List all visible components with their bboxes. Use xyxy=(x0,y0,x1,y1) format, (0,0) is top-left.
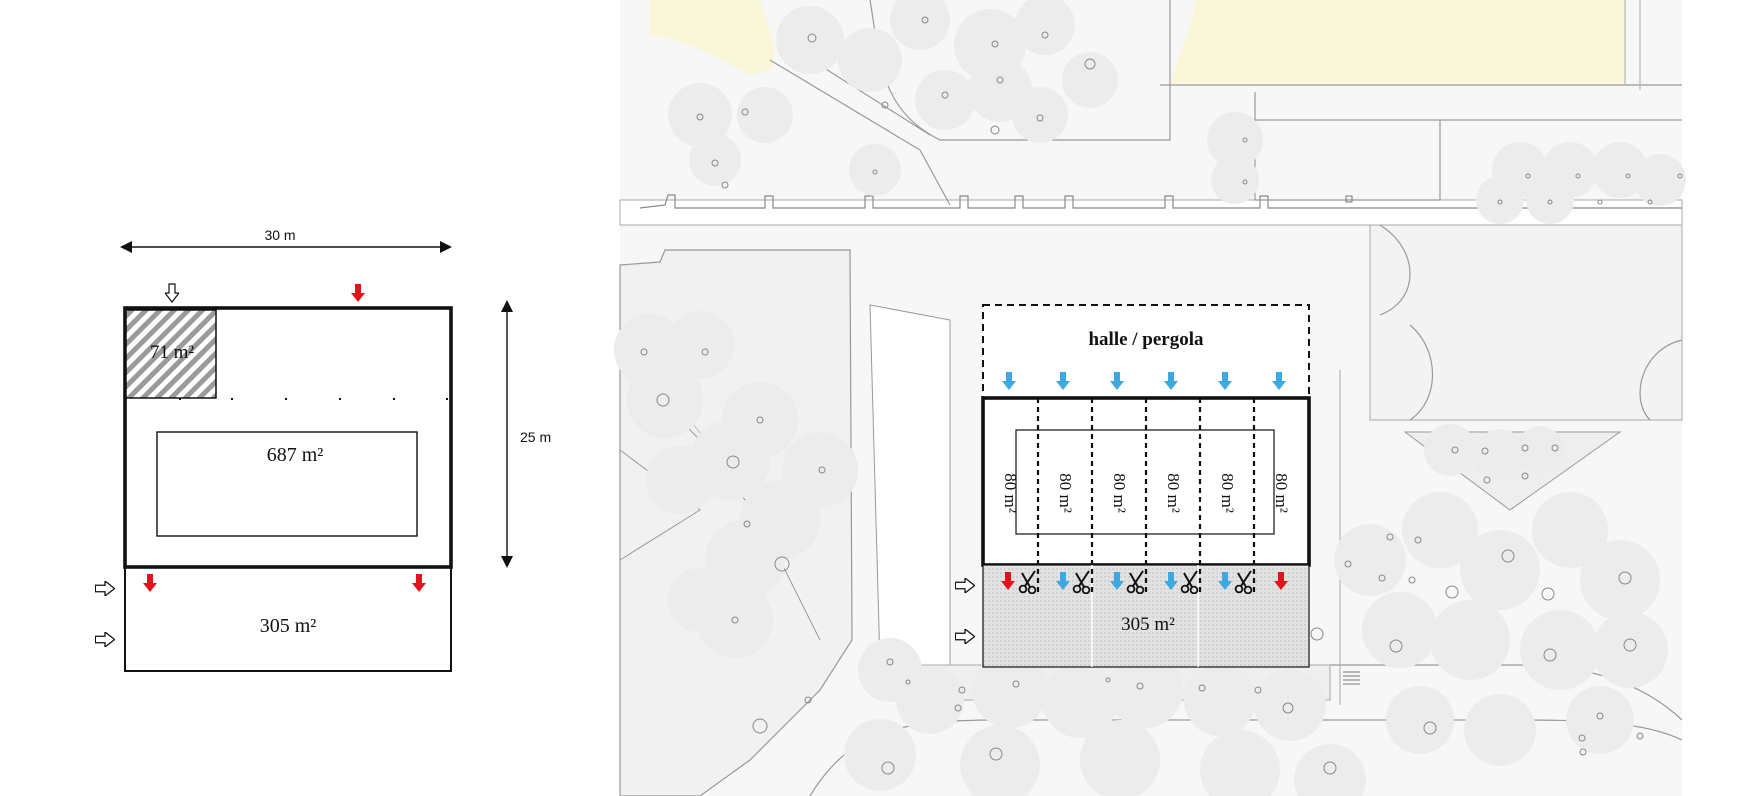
site-annex-area: 305 m² xyxy=(1121,614,1175,635)
corner-area: 71 m² xyxy=(150,342,195,363)
height-dimension-arrow-bottom xyxy=(501,556,513,568)
unit-dividers xyxy=(1036,398,1256,595)
lane-right xyxy=(1339,0,1641,705)
path-curve xyxy=(869,0,1171,141)
unit-label: 80 m² xyxy=(1218,473,1237,513)
wall-crenellated xyxy=(639,194,1682,209)
unit-label: 80 m² xyxy=(1056,473,1075,513)
hatched-corner xyxy=(125,309,217,399)
beige-zone-right xyxy=(1170,0,1625,85)
width-label: 30 m xyxy=(264,227,295,243)
arc-2 xyxy=(1409,324,1434,421)
red-arrow-down-icon xyxy=(351,284,365,302)
unit-labels: 80 m² 80 m² 80 m² 80 m² 80 m² 80 m² xyxy=(1001,473,1291,513)
annex-area: 305 m² xyxy=(260,615,317,637)
width-dimension-arrow-left xyxy=(120,241,132,253)
site-plan: halle / pergola 305 m² 80 m² 80 m² 80 m²… xyxy=(614,0,1686,796)
unit-label: 80 m² xyxy=(1001,473,1020,513)
entry-arrow-right-icon xyxy=(95,632,115,647)
arc-3 xyxy=(1639,339,1683,421)
path-diagonal xyxy=(769,59,951,206)
tree-trunks xyxy=(640,16,1683,775)
width-dimension-arrow-right xyxy=(440,241,452,253)
parcel-right xyxy=(1369,224,1683,421)
parcel-left-edge xyxy=(619,449,701,561)
inner-hall-rect xyxy=(156,431,418,537)
entry-arrow-down-icon xyxy=(165,283,179,303)
entry-arrow-right-icon xyxy=(95,581,115,596)
pergola-title: halle / pergola xyxy=(1088,329,1204,350)
building-outline xyxy=(1160,84,1682,201)
height-label: 25 m xyxy=(520,429,551,445)
pergola-zone xyxy=(982,304,1310,401)
dotted-separator xyxy=(179,398,448,400)
schematic-plan: 30 m 25 m 305 m² 71 m² 687 m² xyxy=(95,227,551,672)
tree-canopies xyxy=(614,0,1686,796)
stairs xyxy=(1343,671,1360,685)
small-square xyxy=(1345,195,1353,203)
arc-1 xyxy=(1379,224,1411,316)
annex-rect xyxy=(124,565,452,672)
unit-label: 80 m² xyxy=(1164,473,1183,513)
unit-label: 80 m² xyxy=(1272,473,1291,513)
main-area: 687 m² xyxy=(267,444,324,466)
street-strip xyxy=(869,304,951,666)
height-dimension-arrow-top xyxy=(501,300,513,312)
beige-zone xyxy=(650,0,775,75)
unit-label: 80 m² xyxy=(1110,473,1129,513)
